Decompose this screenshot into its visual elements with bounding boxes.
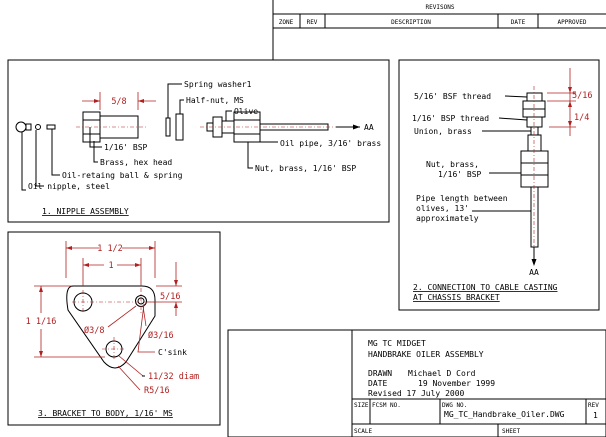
thread-516-label: 5/16' BSF thread (414, 92, 491, 101)
nut-and-pipe-part (200, 111, 336, 143)
connection-view: AA 5/16 1/4 5/16' BSF thread 1/16' BSP t… (398, 59, 600, 311)
dim-hole-spacing-label: 1 (108, 261, 113, 271)
nipple-aa-label: AA (364, 123, 374, 132)
conn-nut-line2: 1/16' BSP (438, 170, 482, 179)
union-fitting-part (520, 86, 549, 252)
title-line-1: MG TC MIDGET (368, 339, 426, 348)
bracket-caption: 3. BRACKET TO BODY, 1/16' MS (38, 409, 173, 418)
bracket-frame (7, 231, 221, 426)
dim-hole-offset-label: 5/16 (160, 292, 180, 302)
revised-label: Revised 17 July 2000 (368, 389, 465, 398)
connection-leaders (472, 95, 531, 212)
rev-header-description: DESCRIPTION (391, 19, 431, 26)
revisions-block: REVISONS ZONE REV DESCRIPTION DATE APPRO… (272, 0, 606, 60)
dim-conn-516: 5/16 (572, 91, 592, 101)
half-nut-label: Half-nut, MS (186, 96, 244, 105)
connection-caption-2: AT CHASSIS BRACKET (413, 293, 500, 302)
revisions-title: REVISONS (426, 4, 455, 11)
spring-part (46, 124, 56, 130)
fcsm-label: FCSM NO. (372, 402, 401, 409)
olive-label: Olive (234, 107, 258, 116)
pipe-length-line2: olives, 13' (416, 204, 469, 213)
oil-nipple-label: Oil nipple, steel (28, 182, 110, 191)
oil-pipe-label: Oil pipe, 3/16' brass (280, 139, 381, 148)
nut-brass-label: Nut, brass, 1/16' BSP (255, 164, 356, 173)
size-label: SIZE (354, 402, 369, 409)
brass-hex-label: Brass, hex head (100, 158, 172, 167)
connection-frame (398, 59, 600, 311)
radius-label: R5/16 (144, 386, 170, 396)
oil-nipple-part (15, 121, 27, 133)
date-label: DATE (368, 379, 387, 388)
rev-header-rev: REV (307, 19, 318, 26)
title-block: MG TC MIDGET HANDBRAKE OILER ASSEMBLY DR… (227, 329, 606, 437)
dim-hex-length: 5/8 (82, 92, 156, 110)
connection-dims: 5/16 1/4 (547, 68, 592, 136)
bracket-plate (66, 285, 156, 369)
dwg-value: MG_TC_Handbrake_Oiler.DWG (444, 410, 565, 419)
drawn-value: Michael D Cord (408, 369, 476, 378)
dim-bracket-height-label: 1 1/16 (26, 317, 57, 327)
nipple-leaders (21, 83, 278, 191)
csink-label: C'sink (158, 348, 187, 357)
brass-hex-head-part (76, 111, 146, 143)
scale-label: SCALE (354, 428, 372, 435)
date-value: 19 November 1999 (418, 379, 495, 388)
spring-washer-part (165, 117, 171, 137)
title-line-2: HANDBRAKE OILER ASSEMBLY (368, 350, 484, 359)
dim-bracket-width: 1 1/2 (65, 241, 156, 278)
bracket-leaders (107, 303, 155, 391)
dia-316-label: Ø3/16 (148, 330, 174, 341)
spring-washer-label: Spring washer1 (184, 80, 252, 89)
connection-aa-label: AA (529, 268, 539, 277)
dim-bracket-width-label: 1 1/2 (97, 244, 123, 254)
union-label: Union, brass (414, 127, 472, 136)
drawn-label: DRAWN (368, 369, 392, 378)
dwg-label: DWG NO. (442, 402, 467, 409)
dia-1132-label: 11/32 diam (148, 372, 199, 382)
thread-116-label: 1/16' BSP thread (412, 114, 489, 123)
nipple-assembly-view: 5/8 AA (7, 59, 390, 223)
sheet-label: SHEET (502, 428, 520, 435)
dim-conn-14: 1/4 (574, 113, 589, 123)
conn-nut-line1: Nut, brass, (426, 160, 479, 169)
nipple-caption: 1. NIPPLE ASSEMBLY (42, 207, 129, 216)
ball-spring-label: Oil-retaing ball & spring (62, 171, 183, 180)
bsp-label: 1/16' BSP (104, 143, 148, 152)
nipple-assembly-frame (7, 59, 390, 223)
rev-header-approved: APPROVED (558, 19, 587, 26)
rev-header-zone: ZONE (279, 19, 294, 26)
dim-hole-spacing: 1 (82, 258, 142, 286)
rev-value: 1 (593, 411, 598, 420)
pipe-length-line1: Pipe length between (416, 194, 508, 203)
dim-hex-label: 5/8 (111, 97, 126, 107)
dim-bracket-height: 1 1/16 (26, 285, 105, 358)
retaining-ball-part (35, 124, 41, 130)
rev-label: REV (588, 402, 599, 409)
bracket-view: 1 1/2 1 1 1/16 (7, 231, 221, 426)
dia-38-label: Ø3/8 (84, 325, 104, 336)
pipe-length-line3: approximately (416, 214, 479, 223)
connection-caption-1: 2. CONNECTION TO CABLE CASTING (413, 283, 558, 292)
half-nut-part (175, 113, 184, 141)
rev-header-date: DATE (511, 19, 526, 26)
dim-hole-offset: 5/16 (147, 262, 182, 316)
